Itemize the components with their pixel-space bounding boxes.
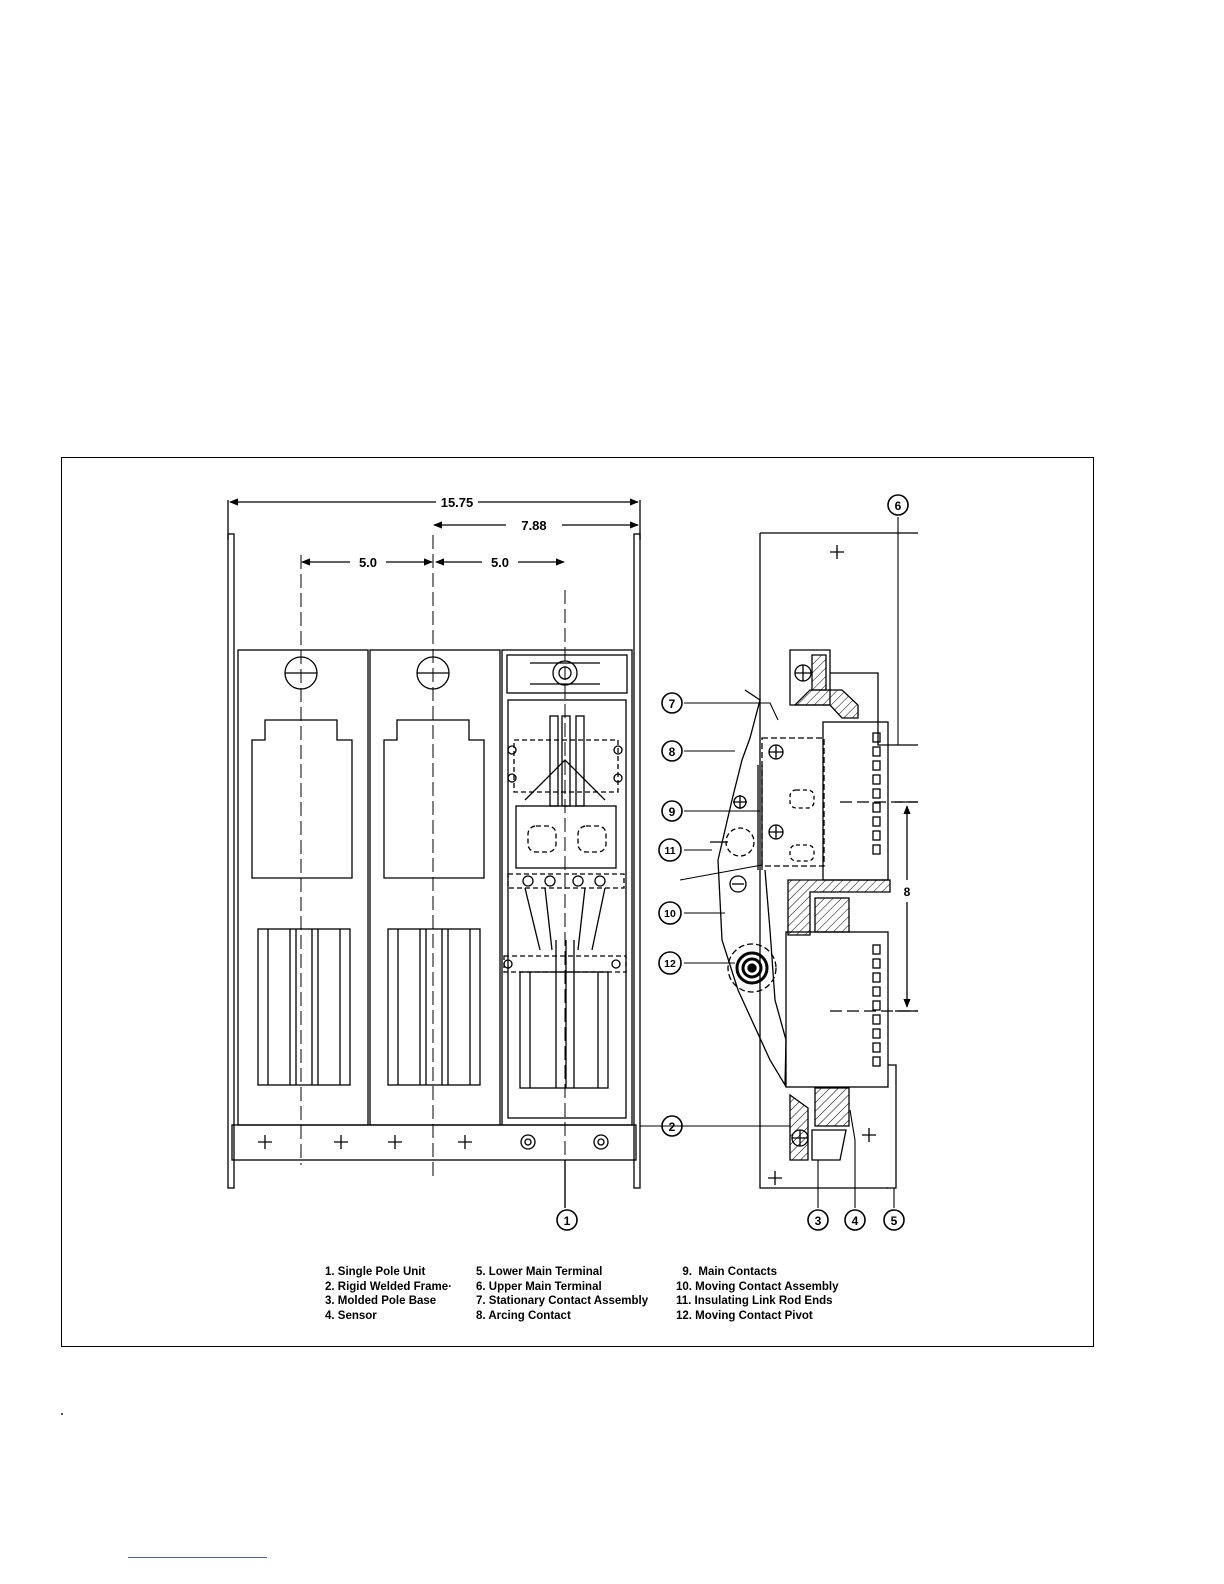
dim-pole-spacing-right: 5.0	[491, 555, 509, 570]
svg-text:12: 12	[664, 958, 676, 970]
callout-7: 7	[661, 692, 683, 714]
legend-item: 8. Arcing Contact	[476, 1309, 571, 1322]
svg-text:3: 3	[815, 1214, 822, 1228]
pole-unit-3	[501, 649, 633, 1126]
legend-item: 9. Main Contacts	[676, 1266, 777, 1278]
pole-unit-2	[369, 649, 501, 1126]
legend-item: 5. Lower Main Terminal	[476, 1266, 603, 1278]
dim-overall-width: 15.75	[441, 495, 474, 510]
front-view: 15.75 7.88 5.0 5.0	[227, 495, 641, 1208]
svg-text:11: 11	[664, 845, 675, 857]
upper-contact-housing	[822, 721, 918, 881]
right-side-rail	[633, 533, 641, 1189]
legend-item: 12. Moving Contact Pivot	[676, 1309, 813, 1322]
callout-8: 8	[661, 740, 683, 762]
left-side-rail	[227, 533, 235, 1189]
svg-text:6: 6	[895, 499, 902, 513]
sensor-block-upper	[814, 897, 850, 933]
legend-item: 10. Moving Contact Assembly	[676, 1280, 839, 1293]
side-view: 8	[710, 532, 918, 1189]
leader-lines	[564, 517, 899, 1208]
vertical-dimension	[895, 801, 918, 1012]
lower-contact-housing	[785, 931, 918, 1088]
legend-item: 2. Rigid Welded Frame·	[325, 1280, 452, 1293]
callout-5: 5	[883, 1209, 905, 1231]
figure-frame	[61, 457, 1094, 1347]
callout-6: 6	[887, 494, 909, 516]
legend-column-1: 1. Single Pole Unit 2. Rigid Welded Fram…	[325, 1265, 452, 1323]
legend-item: 1. Single Pole Unit	[325, 1266, 426, 1278]
svg-text:5: 5	[891, 1214, 898, 1228]
dim-half-width: 7.88	[521, 518, 546, 533]
legend-column-2: 5. Lower Main Terminal 6. Upper Main Ter…	[476, 1265, 648, 1323]
pole-unit-1	[237, 649, 369, 1126]
callout-bubbles: 1 2 3 4 5 6 7 8 9 10 11 12	[556, 494, 909, 1231]
callout-10: 10	[658, 901, 682, 925]
legend-item: 6. Upper Main Terminal	[476, 1280, 602, 1293]
stationary-contact-assembly	[757, 737, 825, 870]
legend-item: 11. Insulating Link Rod Ends	[676, 1295, 833, 1307]
moving-contact-assembly	[710, 689, 787, 1088]
svg-text:8: 8	[669, 745, 676, 759]
dimension-lines	[227, 498, 641, 566]
svg-text:1: 1	[564, 1214, 571, 1228]
callout-3: 3	[807, 1209, 829, 1231]
svg-text:4: 4	[852, 1214, 859, 1228]
callout-9: 9	[661, 800, 683, 822]
legend-item: 4. Sensor	[325, 1309, 377, 1322]
legend-item: 7. Stationary Contact Assembly	[476, 1295, 649, 1307]
molded-pole-base	[759, 532, 918, 1189]
callout-11: 11	[658, 838, 682, 862]
lower-terminal-bracket	[789, 1064, 897, 1189]
upper-terminal-bracket	[789, 649, 918, 746]
legend-column-3: 9. Main Contacts 10. Moving Contact Asse…	[676, 1265, 839, 1323]
callout-2: 2	[661, 1115, 683, 1137]
stray-mark	[61, 1413, 63, 1415]
svg-text:10: 10	[664, 908, 676, 920]
svg-text:2: 2	[669, 1120, 676, 1134]
dim-vertical-span: 8	[904, 885, 911, 899]
legend-item: 3. Molded Pole Base	[325, 1295, 437, 1307]
frame-bottom-bar	[231, 1124, 637, 1208]
footer-rule	[128, 1557, 267, 1558]
callout-4: 4	[844, 1209, 866, 1231]
mid-barrier	[787, 879, 891, 936]
callout-1: 1	[556, 1209, 578, 1231]
svg-text:9: 9	[669, 805, 676, 819]
svg-text:7: 7	[669, 697, 676, 711]
dim-pole-spacing-left: 5.0	[359, 555, 377, 570]
moving-contact-pivot	[727, 943, 777, 993]
callout-12: 12	[658, 951, 682, 975]
